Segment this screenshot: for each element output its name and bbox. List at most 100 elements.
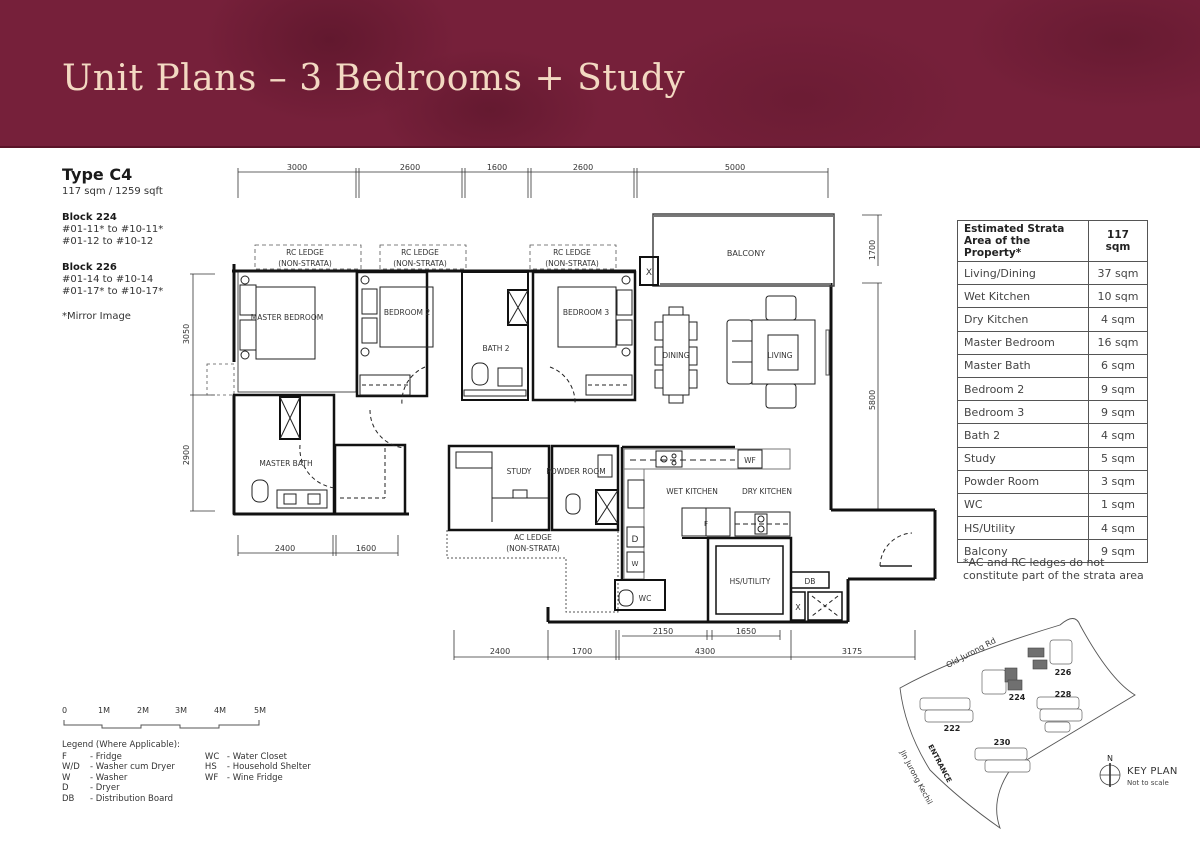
- rc-ledge-label: RC LEDGE: [553, 248, 591, 257]
- legend-item: WF- Wine Fridge: [204, 772, 283, 783]
- room-area: 16 sqm: [1088, 330, 1148, 355]
- room-name: Bedroom 2: [957, 376, 1089, 402]
- room-label-master-bath: MASTER BATH: [259, 459, 312, 468]
- ac-ledge: AC LEDGE (NON-STRATA): [446, 530, 619, 613]
- svg-text:N: N: [1107, 754, 1113, 763]
- unit-type: Type C4: [62, 165, 133, 184]
- room-label-balcony: BALCONY: [727, 249, 765, 258]
- non-strata-label: (NON-STRATA): [393, 259, 447, 268]
- room-area: 9 sqm: [1088, 539, 1148, 564]
- dim-label: 3175: [842, 647, 862, 656]
- block-units: #01-12 to #10-12: [62, 236, 154, 247]
- dim-label: 1700: [572, 647, 592, 656]
- room-label-study: STUDY: [507, 467, 532, 476]
- living-area: LIVING: [726, 295, 830, 409]
- road-label: Old Jurong Rd: [945, 636, 998, 670]
- scale-bar-graphic: [63, 720, 260, 729]
- room-name: Powder Room: [957, 469, 1089, 494]
- room-area: 9 sqm: [1088, 376, 1148, 402]
- bottom-dimensions: [453, 630, 916, 660]
- dim-label: 2150: [653, 627, 673, 636]
- legend-item: HS- Household Shelter: [204, 762, 311, 772]
- block-group: Block 226 #01-14 to #10-14 #01-17* to #1…: [62, 262, 163, 298]
- scale-label: 3M: [175, 706, 187, 715]
- room-label-dining: DINING: [662, 351, 689, 360]
- legend-item: D- Dryer: [62, 783, 120, 793]
- balcony: BALCONY: [652, 213, 835, 287]
- study: STUDY: [447, 444, 551, 532]
- hs-utility: HS/UTILITY: [706, 536, 793, 624]
- rc-ledges: [254, 244, 617, 270]
- bath-2: BATH 2: [461, 271, 529, 401]
- svg-text:W: W: [632, 560, 639, 568]
- scale-label: 2M: [137, 706, 149, 715]
- room-name: Bedroom 3: [957, 400, 1089, 425]
- bedroom-2: BEDROOM 2: [355, 270, 434, 406]
- scale-bar: 0 1M 2M 3M 4M 5M: [62, 706, 282, 736]
- dim-label: 5800: [868, 390, 877, 410]
- legend-item: WC- Water Closet: [204, 751, 288, 762]
- scale-label: 4M: [214, 706, 226, 715]
- wc: WC: [614, 579, 666, 611]
- block-units: #01-11* to #10-11*: [62, 224, 164, 235]
- table-header-row: Estimated Strata Area of the Property* 1…: [957, 220, 1148, 262]
- dining-area: DINING: [654, 306, 698, 404]
- block-name: Block 224: [62, 212, 117, 223]
- dim-label: 1650: [736, 627, 756, 636]
- dim-label: 2600: [400, 163, 420, 172]
- bedroom-3: BEDROOM 3: [531, 270, 637, 406]
- right-dimensions: [862, 214, 882, 510]
- room-area: 10 sqm: [1088, 284, 1148, 309]
- svg-text:X: X: [795, 603, 801, 612]
- block-units: #01-14 to #10-14: [62, 274, 154, 285]
- room-label-dry-kitchen: DRY KITCHEN: [742, 487, 792, 496]
- mirror-note: *Mirror Image: [62, 311, 131, 322]
- dim-label: 2900: [182, 445, 191, 465]
- room-name: Balcony: [957, 539, 1089, 564]
- block-units: #01-17* to #10-17*: [62, 286, 164, 297]
- dim-label: 1700: [868, 240, 877, 260]
- non-strata-label: (NON-STRATA): [545, 259, 599, 268]
- highlighted-units: [1004, 647, 1048, 691]
- room-label-bedroom-3: BEDROOM 3: [563, 308, 610, 317]
- block-group: Block 224 #01-11* to #10-11* #01-12 to #…: [62, 212, 163, 248]
- dim-label: 1600: [487, 163, 507, 172]
- dim-label: 2400: [490, 647, 510, 656]
- dim-label: 2600: [573, 163, 593, 172]
- table-header-value: 117 sqm: [1088, 220, 1148, 262]
- rc-ledge-label: RC LEDGE: [401, 248, 439, 257]
- room-name: WC: [957, 492, 1089, 518]
- non-strata-label: (NON-STRATA): [278, 259, 332, 268]
- wine-fridge-label: WF: [744, 456, 756, 465]
- room-name: Dry Kitchen: [957, 307, 1089, 332]
- block-label: 222: [944, 724, 961, 733]
- key-plan-title: KEY PLAN: [1127, 766, 1178, 777]
- room-area: 1 sqm: [1088, 492, 1148, 518]
- room-name: Master Bedroom: [957, 330, 1089, 355]
- page-header-banner: Unit Plans – 3 Bedrooms + Study: [0, 0, 1200, 148]
- legend-item: W/D- Washer cum Dryer: [62, 762, 175, 772]
- exterior-walls: [232, 264, 937, 624]
- road-label: Jln Jurong Kechil: [898, 748, 935, 806]
- svg-text:AC LEDGE: AC LEDGE: [514, 533, 552, 542]
- shaft: X: [639, 256, 659, 286]
- room-name: Living/Dining: [957, 260, 1089, 286]
- dim-label: 5000: [725, 163, 745, 172]
- left-dimensions: [190, 273, 215, 512]
- floor-plan: 3000 2600 1600 2600 5000 3050 2900 1700 …: [182, 163, 937, 660]
- page-title: Unit Plans – 3 Bedrooms + Study: [62, 58, 686, 99]
- room-area: 4 sqm: [1088, 516, 1148, 541]
- rc-ledge-label: RC LEDGE: [286, 248, 324, 257]
- room-label-hs-utility: HS/UTILITY: [730, 577, 771, 586]
- room-area: 37 sqm: [1088, 260, 1148, 286]
- room-name: HS/Utility: [957, 516, 1089, 541]
- master-bath: MASTER BATH: [232, 393, 407, 516]
